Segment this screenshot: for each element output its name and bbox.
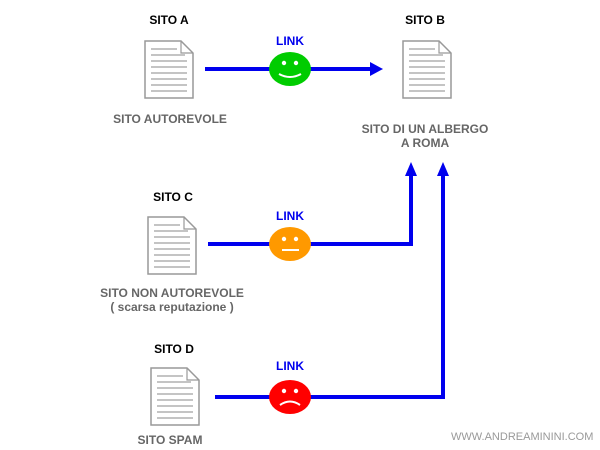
site-d-description: SITO SPAM [137, 433, 203, 447]
site-c-description-line2: ( scarsa reputazione ) [110, 300, 234, 314]
document-icon-site-a [144, 40, 194, 99]
arrowhead-a-b [370, 62, 383, 76]
neutral-face-icon [269, 227, 311, 261]
site-b-description-line2: A ROMA [400, 136, 450, 150]
site-d-title: SITO D [154, 342, 194, 356]
document-icon-site-b [402, 40, 452, 99]
site-a-description: SITO AUTOREVOLE [113, 112, 227, 126]
site-c-description-line1: SITO NON AUTOREVOLE [100, 286, 244, 300]
sad-face-icon [269, 380, 311, 414]
happy-face-icon [269, 52, 311, 86]
arrowhead-d-b [437, 162, 449, 176]
arrowhead-c-b [405, 162, 417, 176]
watermark: WWW.ANDREAMININI.COM [451, 431, 594, 443]
link-label-d: LINK [276, 359, 304, 373]
document-icon-site-c [147, 216, 197, 275]
site-b-title: SITO B [405, 13, 445, 27]
site-a-title: SITO A [149, 13, 189, 27]
site-c-title: SITO C [153, 190, 193, 204]
site-b-description-line1: SITO DI UN ALBERGO [361, 122, 489, 136]
link-label-a: LINK [276, 34, 304, 48]
document-icon-site-d [150, 367, 200, 426]
link-line-d-b [215, 176, 445, 399]
link-line-c-b [208, 176, 413, 246]
link-label-c: LINK [276, 209, 304, 223]
